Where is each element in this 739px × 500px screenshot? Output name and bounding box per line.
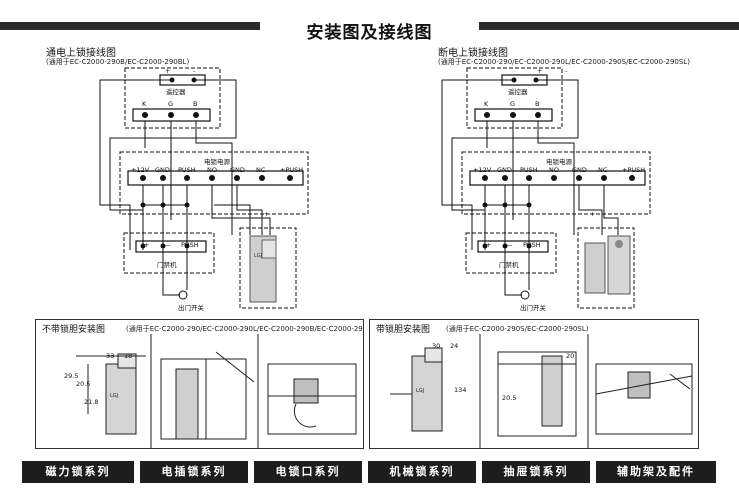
right-access-plus: + (486, 241, 492, 249)
install-right-dim-4: 20 (566, 352, 575, 360)
left-lock-plus: + (264, 210, 270, 218)
right-remote-g: G (510, 100, 516, 108)
right-psu-plus-push: +PUSH (622, 166, 646, 174)
right-exit-label: 出门开关 (520, 304, 546, 312)
left-remote-b: B (193, 100, 198, 108)
install-left-subtitle: (通用于EC-C2000-290/EC-C2000-290L/EC-C2000-… (126, 325, 364, 333)
install-right-subtitle: (通用于EC-C2000-290S/EC-C2000-290SL) (446, 325, 589, 333)
left-psu-push: PUSH (178, 166, 196, 174)
tab-magnetic-lock[interactable]: 磁力锁系列 (22, 461, 134, 483)
left-remote-minus: - (193, 67, 196, 75)
install-left-dim-2: 18 (124, 352, 133, 360)
install-right-dim-2: 24 (450, 342, 459, 350)
install-left-dim-1: 33 (106, 352, 115, 360)
right-psu-gnd2: GND (572, 166, 587, 174)
left-psu-gnd: GND (155, 166, 170, 174)
right-access-push: PUSH (523, 241, 541, 249)
left-psu-plus-push: +PUSH (280, 166, 304, 174)
left-psu-no: NO (207, 166, 217, 174)
title-bar-right (479, 22, 739, 30)
right-psu-label: 电锁电源 (546, 158, 572, 166)
right-lock-minus: - (612, 214, 615, 222)
tab-electric-strike[interactable]: 电锁口系列 (254, 461, 362, 483)
right-psu-gnd: GND (497, 166, 512, 174)
left-access-label: 门禁机 (157, 261, 177, 269)
left-remote-plus: + (165, 67, 171, 75)
tab-electric-bolt[interactable]: 电插锁系列 (140, 461, 248, 483)
left-access-minus: — (164, 241, 171, 249)
title-bar-left (0, 22, 260, 30)
right-psu-no: NO (549, 166, 559, 174)
svg-text:LGJ: LGJ (254, 253, 262, 259)
tab-drawer-lock[interactable]: 抽屉锁系列 (482, 461, 590, 483)
tab-mechanical-lock[interactable]: 机械锁系列 (368, 461, 476, 483)
install-right-dim-5: 20.5 (502, 394, 517, 402)
right-remote-plus: + (537, 67, 543, 75)
left-diagram-subtitle: (通用于EC-C2000-290B/EC-C2000-290BL) (46, 58, 190, 66)
install-left-dim-4: 20.5 (76, 380, 91, 388)
right-remote-k: K (484, 100, 489, 108)
right-diagram-subtitle: (通用于EC-C2000-290/EC-C2000-290L/EC-C2000-… (438, 58, 690, 66)
install-right-drawings: LGJ (390, 334, 693, 448)
install-right-dim-3: 134 (454, 386, 467, 394)
left-lock-minus: - (250, 214, 253, 222)
right-remote-b: B (535, 100, 540, 108)
right-lock-plus: + (590, 210, 596, 218)
install-right-dim-1: 30 (432, 342, 441, 350)
category-tab-bar: 磁力锁系列 电插锁系列 电锁口系列 机械锁系列 抽屉锁系列 辅助架及配件 (0, 461, 739, 483)
left-remote-g: G (168, 100, 174, 108)
right-remote-minus: - (565, 67, 568, 75)
left-access-plus: + (144, 241, 150, 249)
left-access-push: PUSH (181, 241, 199, 249)
tab-brackets-accessories[interactable]: 辅助架及配件 (596, 461, 716, 483)
right-wiring-diagram (441, 67, 651, 309)
install-left-panel: 不带锁胆安装图 (通用于EC-C2000-290/EC-C2000-290L/E… (35, 319, 364, 449)
install-left-drawings: LGJ (76, 334, 357, 448)
left-exit-label: 出门开关 (178, 304, 204, 312)
install-right-title: 带锁胆安装图 (376, 325, 431, 335)
page-title: 安装图及接线图 (306, 23, 433, 43)
right-access-minus: — (506, 241, 513, 249)
left-remote-k: K (142, 100, 147, 108)
right-psu-push: PUSH (520, 166, 538, 174)
install-left-title: 不带锁胆安装图 (42, 325, 106, 335)
left-psu-label: 电锁电源 (204, 158, 230, 166)
svg-text:LGJ: LGJ (110, 393, 118, 399)
right-diagram-title: 断电上锁接线图 (438, 48, 508, 59)
left-psu-nc: NC (256, 166, 266, 174)
left-psu-gnd2: GND (230, 166, 245, 174)
left-diagram-title: 通电上锁接线图 (46, 48, 116, 59)
right-psu-12v: +12V (473, 166, 492, 174)
left-wiring-diagram: LGJ (99, 67, 309, 309)
svg-text:LGJ: LGJ (416, 388, 424, 394)
install-left-dim-3: 29.5 (64, 372, 79, 380)
right-remote-label: 遥控器 (508, 88, 528, 96)
install-left-dim-5: 21.8 (84, 398, 99, 406)
right-access-label: 门禁机 (499, 261, 519, 269)
install-right-panel: 带锁胆安装图 (通用于EC-C2000-290S/EC-C2000-290SL)… (369, 319, 699, 449)
left-remote-label: 遥控器 (166, 88, 186, 96)
left-psu-12v: +12V (131, 166, 150, 174)
right-psu-nc: NC (598, 166, 608, 174)
